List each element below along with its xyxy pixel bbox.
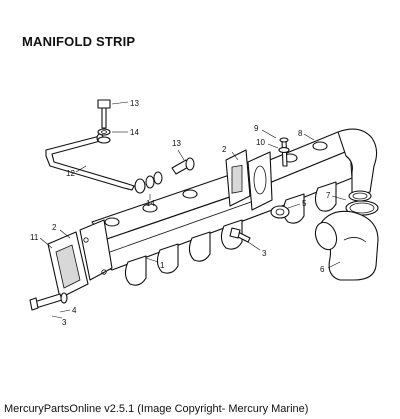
callout-12: 12 <box>66 169 75 178</box>
hose-clamp <box>345 200 379 216</box>
callout-13-upper: 13 <box>130 99 139 108</box>
center-gasket <box>225 149 273 211</box>
copyright-footer: MercuryPartsOnline v2.5.1 (Image Copyrig… <box>4 403 309 415</box>
elbow-gasket <box>270 205 290 219</box>
drain-tube <box>45 133 135 191</box>
callout-14-lower: 14 <box>146 199 155 208</box>
callout-13-lower: 13 <box>172 139 181 148</box>
stud-and-washer <box>278 137 290 167</box>
callout-9: 9 <box>254 124 259 133</box>
callout-2-front: 2 <box>52 223 57 232</box>
callout-10: 10 <box>256 138 265 147</box>
callout-3-front: 3 <box>62 318 67 327</box>
callout-6: 6 <box>320 265 325 274</box>
end-cover-plate <box>47 219 113 299</box>
manifold-body <box>91 131 353 286</box>
front-bolt <box>29 292 68 311</box>
callout-3-bottom: 3 <box>262 249 267 258</box>
callout-7: 7 <box>326 191 331 200</box>
manifold-outlet <box>337 128 378 202</box>
callout-5: 5 <box>302 199 307 208</box>
upper-banjo-bolt <box>97 99 111 144</box>
callout-11: 11 <box>30 233 39 242</box>
exhaust-elbow-hose <box>314 210 379 281</box>
leader-lines <box>39 101 347 319</box>
callout-14-upper: 14 <box>130 128 139 137</box>
bottom-bolt <box>229 227 251 243</box>
callout-1: 1 <box>160 261 165 270</box>
callout-4: 4 <box>72 306 77 315</box>
lower-washers <box>134 171 163 194</box>
diagram-title: MANIFOLD STRIP <box>22 34 136 49</box>
callout-2-center: 2 <box>222 145 227 154</box>
lower-banjo-bolt <box>171 157 195 175</box>
callout-labels: 13 14 13 14 12 2 2 11 1 3 4 3 9 10 8 5 7… <box>30 99 331 327</box>
callout-8: 8 <box>298 129 303 138</box>
